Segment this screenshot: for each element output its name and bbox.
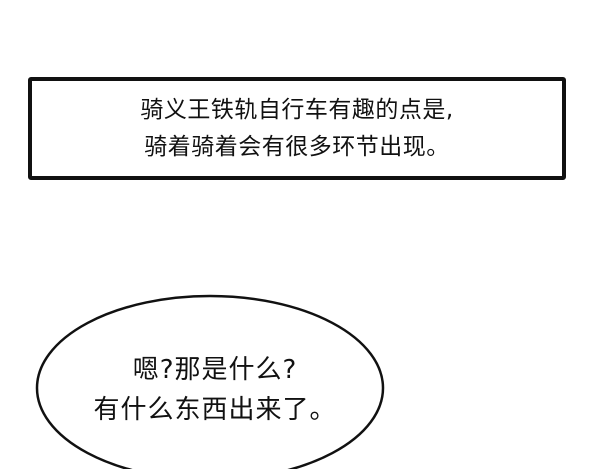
caption-line-2: 骑着骑着会有很多环节出现。 [144,133,450,160]
caption-line-1: 骑义王铁轨自行车有趣的点是, [140,96,454,123]
narration-caption-box: 骑义王铁轨自行车有趣的点是, 骑着骑着会有很多环节出现。 [28,77,566,180]
speech-line-2: 有什么东西出来了。 [93,395,337,425]
speech-bubble-text: 嗯?那是什么? 有什么东西出来了。 [70,350,360,430]
speech-bubble-outline [35,294,385,469]
speech-line-1: 嗯?那是什么? [132,355,298,385]
